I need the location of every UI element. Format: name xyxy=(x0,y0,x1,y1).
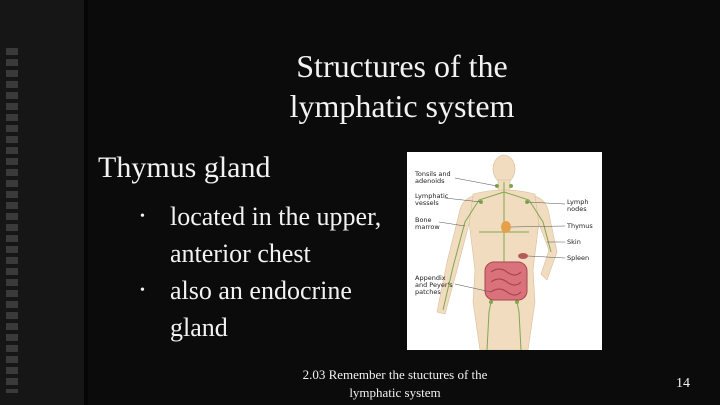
label-appendix-3: patches xyxy=(415,288,441,296)
bullet-line: anterior chest xyxy=(170,239,311,268)
film-edge xyxy=(84,0,88,405)
bullet-item: • located in the upper, anterior chest xyxy=(130,198,400,272)
intestines xyxy=(484,261,528,301)
bullet-dot: • xyxy=(140,283,145,298)
footer-line-1: 2.03 Remember the stuctures of the xyxy=(302,367,488,382)
bullet-line: gland xyxy=(170,313,228,342)
label-appendix-2: and Peyer's xyxy=(415,281,453,289)
bullet-dot: • xyxy=(140,209,145,224)
label-lymph-nodes: Lymph xyxy=(567,198,588,206)
label-spleen: Spleen xyxy=(567,254,589,262)
slide-subtitle: Thymus gland xyxy=(98,151,271,184)
spleen-organ xyxy=(518,253,528,259)
label-tonsils: Tonsils and xyxy=(414,170,451,178)
footer-line-2: lymphatic system xyxy=(349,385,441,400)
label-lymphatic-vessels-2: vessels xyxy=(415,199,439,207)
label-skin: Skin xyxy=(567,238,581,246)
label-lymph-nodes-2: nodes xyxy=(567,205,587,213)
label-lymphatic-vessels: Lymphatic xyxy=(415,192,449,200)
label-tonsils-2: adenoids xyxy=(415,177,445,185)
label-appendix: Appendix xyxy=(415,274,446,282)
bullet-line: also an endocrine xyxy=(170,276,352,305)
film-perforations xyxy=(6,48,18,393)
slide-footer: 2.03 Remember the stuctures of the lymph… xyxy=(290,366,500,402)
label-thymus: Thymus xyxy=(566,222,593,230)
label-bone-marrow: Bone xyxy=(415,216,432,224)
slide-title: Structures of the lymphatic system xyxy=(262,46,542,126)
lymphatic-system-diagram: Tonsils and adenoids Lymphatic vessels B… xyxy=(407,152,602,350)
film-strip-decoration xyxy=(0,0,88,405)
bullet-list: • located in the upper, anterior chest •… xyxy=(130,198,400,346)
label-bone-marrow-2: marrow xyxy=(415,223,440,231)
title-line-1: Structures of the xyxy=(296,48,508,84)
label-lines xyxy=(438,177,566,293)
left-labels: Tonsils and adenoids Lymphatic vessels B… xyxy=(414,170,453,296)
thymus-organ xyxy=(501,221,511,233)
page-number: 14 xyxy=(676,376,690,391)
title-line-2: lymphatic system xyxy=(289,88,515,124)
right-labels: Lymph nodes Thymus Skin Spleen xyxy=(566,198,593,262)
bullet-item: • also an endocrine gland xyxy=(130,272,400,346)
diagram-svg: Tonsils and adenoids Lymphatic vessels B… xyxy=(414,154,593,350)
bullet-line: located in the upper, xyxy=(170,202,382,231)
